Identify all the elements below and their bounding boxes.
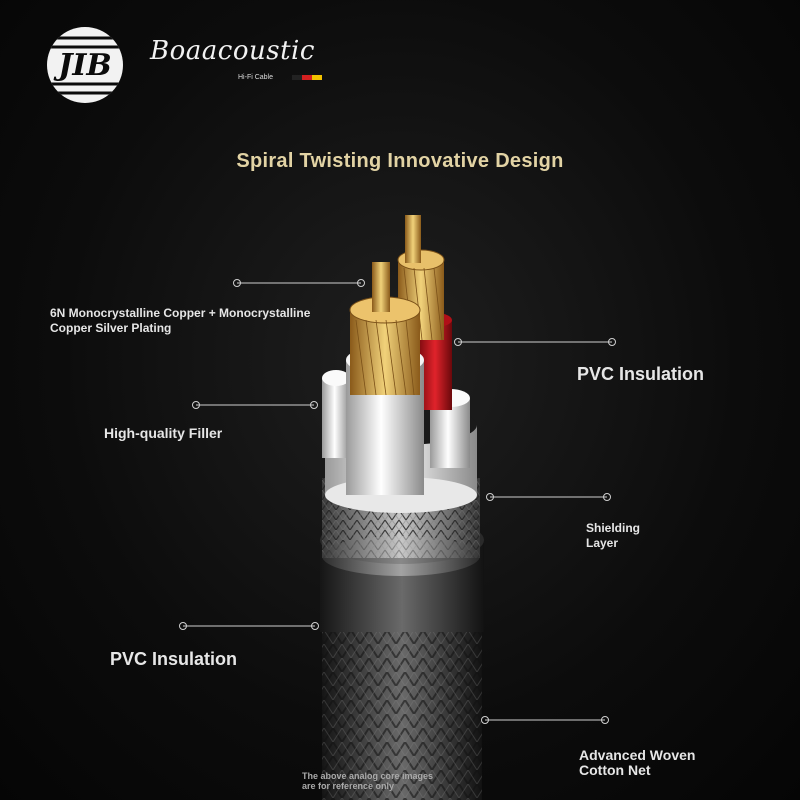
callout-lines <box>179 279 616 724</box>
label-filler: High-quality Filler <box>104 425 223 441</box>
disclaimer-footnote: The above analog core images are for ref… <box>302 771 434 791</box>
copper-conductor-front <box>349 262 421 396</box>
flag-stripe <box>292 75 322 80</box>
label-inner-pvc-insulation: PVC Insulation <box>577 364 705 384</box>
brand-name: Boaacoustic <box>150 36 315 66</box>
woven-net <box>322 620 482 800</box>
label-shielding-layer: Shielding Layer <box>586 521 640 550</box>
brand-subtitle: Hi-Fi Cable <box>238 74 274 81</box>
label-conductor: 6N Monocrystalline Copper + Monocrystall… <box>50 306 311 335</box>
filler-rods <box>322 370 470 468</box>
page-title: Spiral Twisting Innovative Design <box>236 150 564 172</box>
label-woven-net: Advanced Woven Cotton Net <box>579 747 696 778</box>
label-outer-pvc-insulation: PVC Insulation <box>110 649 238 669</box>
logo-text: JIB <box>58 48 112 83</box>
